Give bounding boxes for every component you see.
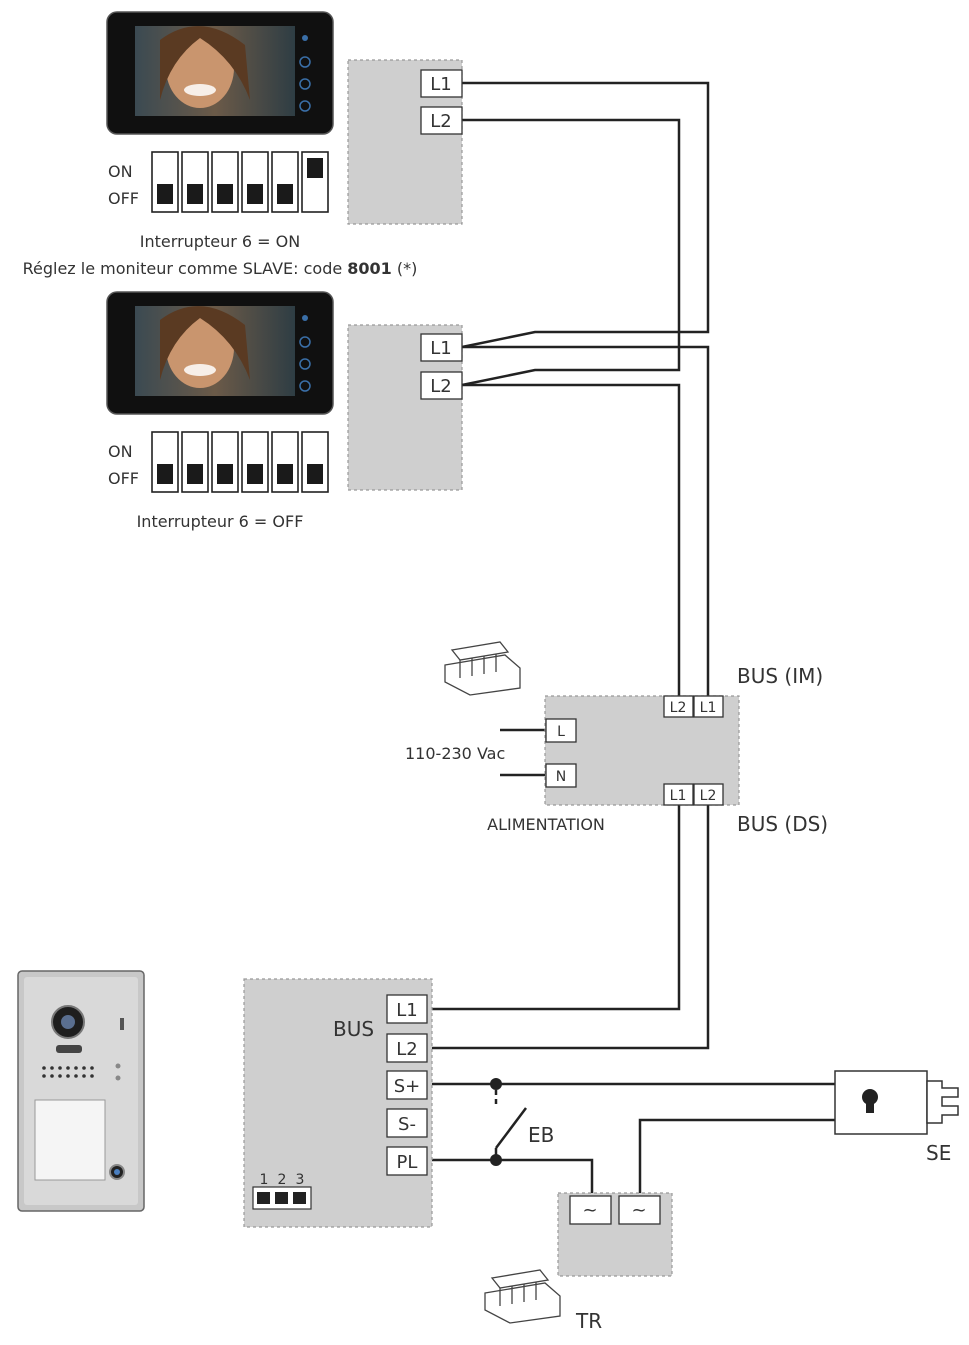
wires <box>432 81 835 1193</box>
monitor-1-terminal-l2-label: L2 <box>430 111 451 132</box>
electric-lock: SE <box>834 1070 959 1165</box>
lock-body <box>834 1070 928 1135</box>
dip-on-label: ON <box>108 162 133 181</box>
monitor-2-terminal-l2-label: L2 <box>430 376 451 397</box>
psu-top-terminal-l1 <box>693 695 724 718</box>
dip-switch-knob-4 <box>247 464 263 484</box>
door-bus-label: BUS <box>333 1017 374 1041</box>
dip-off-label: OFF <box>108 189 139 208</box>
transformer-terminal-2-label: ~ <box>631 1200 646 1221</box>
keyhole-icon <box>862 1089 878 1113</box>
dip-switch-knob-6 <box>307 158 323 178</box>
wire-m2-l2 <box>462 383 681 696</box>
psu-bottom-terminal-l1-label: L1 <box>670 788 687 804</box>
door-terminal-l2 <box>386 1033 428 1063</box>
voltage-label: 110-230 Vac <box>405 744 505 763</box>
monitor-2: ON OFF Interrupteur 6 = OFF L1 L2 <box>106 291 463 531</box>
monitor-1: ON OFF Interrupteur 6 = ON Réglez le mon… <box>23 11 463 278</box>
wire-tr-lock <box>638 1118 835 1193</box>
door-dip-number-2: 2 <box>278 1172 287 1188</box>
door-terminal-pl-label: PL <box>397 1152 418 1173</box>
door-dip-knob-2 <box>275 1192 288 1204</box>
dip-switch-3 <box>211 151 239 213</box>
monitor-1-terminal-l1 <box>420 69 463 98</box>
psu-terminal-l <box>545 718 577 743</box>
psu-bottom-terminal-l1 <box>663 783 694 806</box>
bus-ds-label: BUS (DS) <box>737 812 828 836</box>
door-station-image <box>17 970 145 1212</box>
psu-bottom-terminal-l2 <box>693 783 724 806</box>
dip-switch-knob-6 <box>307 464 323 484</box>
door-terminal-s-plus-label: S+ <box>394 1076 421 1097</box>
wire-m2-l1 <box>462 345 710 696</box>
monitor-1-caption: Interrupteur 6 = ON <box>140 232 300 251</box>
power-supply: BUS (IM) L2 L1 L N L1 L2 110-230 Vac ALI… <box>405 641 828 836</box>
wire-m1-l2 <box>461 118 681 387</box>
wire-m1-l1 <box>461 81 710 349</box>
door-dip-number-1: 1 <box>260 1172 269 1188</box>
dip-switch-knob-1 <box>157 464 173 484</box>
transformer-terminal-2 <box>618 1195 661 1225</box>
lock-label: SE <box>926 1141 951 1165</box>
dip-switch-knob-2 <box>187 184 203 204</box>
monitor-1-slave-note: Réglez le moniteur comme SLAVE: code 800… <box>23 259 418 278</box>
monitor-1-image <box>106 11 334 135</box>
door-dip-number-3: 3 <box>296 1172 305 1188</box>
dip-switch-knob-4 <box>247 184 263 204</box>
monitor-2-terminal-l1 <box>420 333 463 362</box>
dip-switch-knob-1 <box>157 184 173 204</box>
monitor-2-image <box>106 291 334 415</box>
exit-button-label: EB <box>528 1123 554 1147</box>
monitor-2-terminal-l1-label: L1 <box>430 338 451 359</box>
door-terminal-s-plus <box>386 1070 428 1100</box>
wire-ds-l2 <box>432 805 710 1050</box>
dip-switch-knob-5 <box>277 184 293 204</box>
dip-on-label-2: ON <box>108 442 133 461</box>
transformer: ~ ~ TR <box>484 1192 673 1333</box>
din-rail-module-icon <box>444 641 521 696</box>
dip-off-label-2: OFF <box>108 469 139 488</box>
monitor-2-caption: Interrupteur 6 = OFF <box>137 512 304 531</box>
door-dip-knob-1 <box>257 1192 270 1204</box>
dip-switch-knob-5 <box>277 464 293 484</box>
door-terminal-l1-label: L1 <box>396 1000 417 1021</box>
alimentation-label: ALIMENTATION <box>487 815 605 834</box>
wire-pl <box>432 1158 594 1193</box>
psu-top-terminal-l1-label: L1 <box>700 700 717 716</box>
psu-top-terminal-l2-label: L2 <box>670 700 687 716</box>
wire-ds-l1 <box>432 805 681 1011</box>
transformer-terminal-1 <box>569 1195 612 1225</box>
door-terminal-pl <box>386 1146 428 1176</box>
psu-terminal-l-label: L <box>557 724 565 740</box>
psu-bottom-terminal-l2-label: L2 <box>700 788 717 804</box>
door-dip-knob-3 <box>293 1192 306 1204</box>
bus-im-label: BUS (IM) <box>737 664 823 688</box>
dip-switch-knob-2 <box>187 464 203 484</box>
lock-bolt <box>926 1080 959 1124</box>
psu-terminal-n <box>545 763 577 788</box>
junction-pl <box>490 1154 502 1166</box>
monitor-2-terminal-l2 <box>420 371 463 400</box>
dip-switch-knob-3 <box>217 464 233 484</box>
dip-switch-bank-2 <box>151 431 329 493</box>
transformer-label: TR <box>575 1309 602 1333</box>
button-contact <box>495 1107 527 1149</box>
door-station-terminal-block: BUS L1 L2 S+ S- PL 1 2 3 <box>243 978 433 1228</box>
junction-splus <box>490 1078 502 1090</box>
dip-switch-6 <box>301 151 329 213</box>
door-terminal-l1 <box>386 994 428 1024</box>
din-rail-transformer-icon <box>484 1269 561 1324</box>
monitor-1-terminal-l1-label: L1 <box>430 74 451 95</box>
door-terminal-s-minus-label: S- <box>398 1114 416 1135</box>
door-terminal-s-minus <box>386 1108 428 1138</box>
dip-switch-knob-3 <box>217 184 233 204</box>
door-terminal-l2-label: L2 <box>396 1039 417 1060</box>
dip-switch-bank-1 <box>151 151 329 213</box>
monitor-1-terminal-l2 <box>420 106 463 135</box>
psu-top-terminal-l2 <box>663 695 694 718</box>
transformer-terminal-1-label: ~ <box>582 1200 597 1221</box>
psu-terminal-n-label: N <box>556 769 566 785</box>
